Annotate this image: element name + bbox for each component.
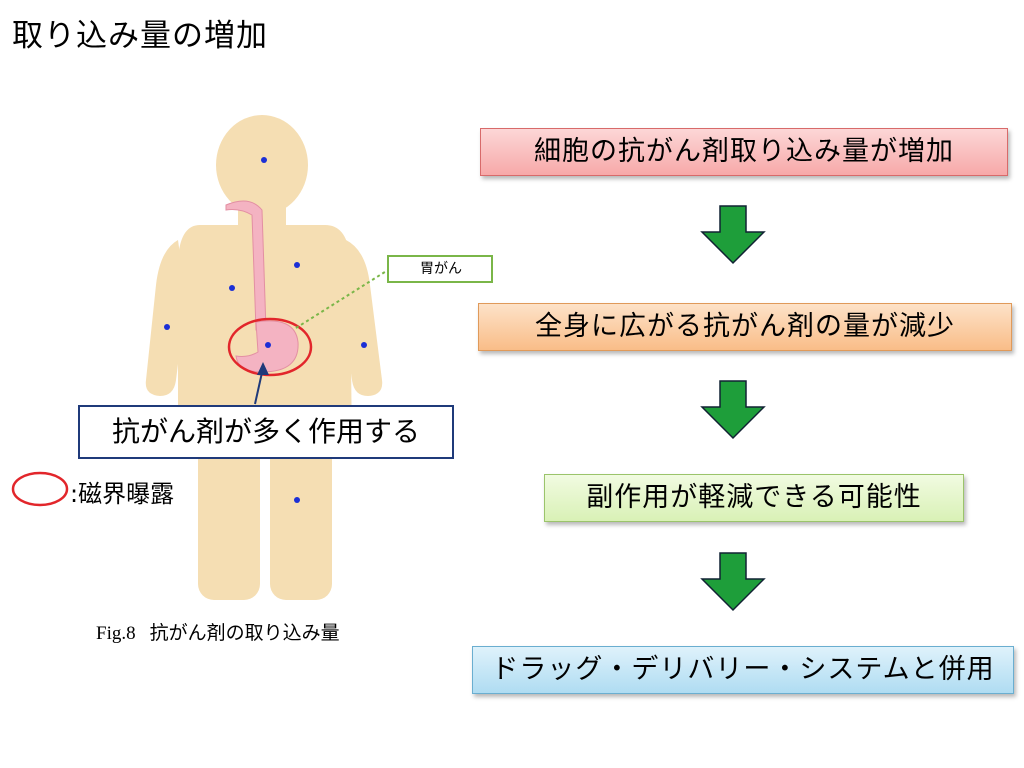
exposure-ring [227,317,313,377]
drug-dot [261,157,267,163]
caption-text: 抗がん剤の取り込み量 [149,622,340,644]
figure-caption: Fig.8 抗がん剤の取り込み量 [96,618,340,645]
drug-dot [229,285,235,291]
drug-dot [265,342,271,348]
tag-box [387,255,493,283]
caption-figure-number: Fig.8 [96,623,136,644]
legend-text: :磁界曝露 [70,480,175,508]
drug-dots [164,157,367,503]
flow-step-4: ドラッグ・デリバリー・システムと併用 [472,646,1014,694]
down-arrow-icon [700,380,766,440]
drug-dot [361,342,367,348]
flow-step-2: 全身に広がる抗がん剤の量が減少 [478,303,1012,351]
left-leg [198,440,260,600]
head [216,115,308,215]
flow-step-3: 副作用が軽減できる可能性 [544,474,964,522]
tag-leader-line [295,269,389,329]
flow-step-1: 細胞の抗がん剤取り込み量が増加 [480,128,1008,176]
down-arrow-icon [700,205,766,265]
drug-dot [164,324,170,330]
slide-title: 取り込み量の増加 [12,18,268,54]
right-arm [340,240,383,396]
pointer-arrowhead [257,362,269,375]
esophagus-icon [225,200,267,331]
drug-dot [294,497,300,503]
effect-label: 抗がん剤が多く作用する [78,405,454,459]
left-arm [145,240,186,396]
down-arrow-icon [700,552,766,612]
body-silhouette [145,115,383,600]
stomach-cancer-tag: 胃がん [420,261,462,277]
drug-dot [294,262,300,268]
right-leg [270,440,332,600]
legend-ring-icon [11,471,69,507]
